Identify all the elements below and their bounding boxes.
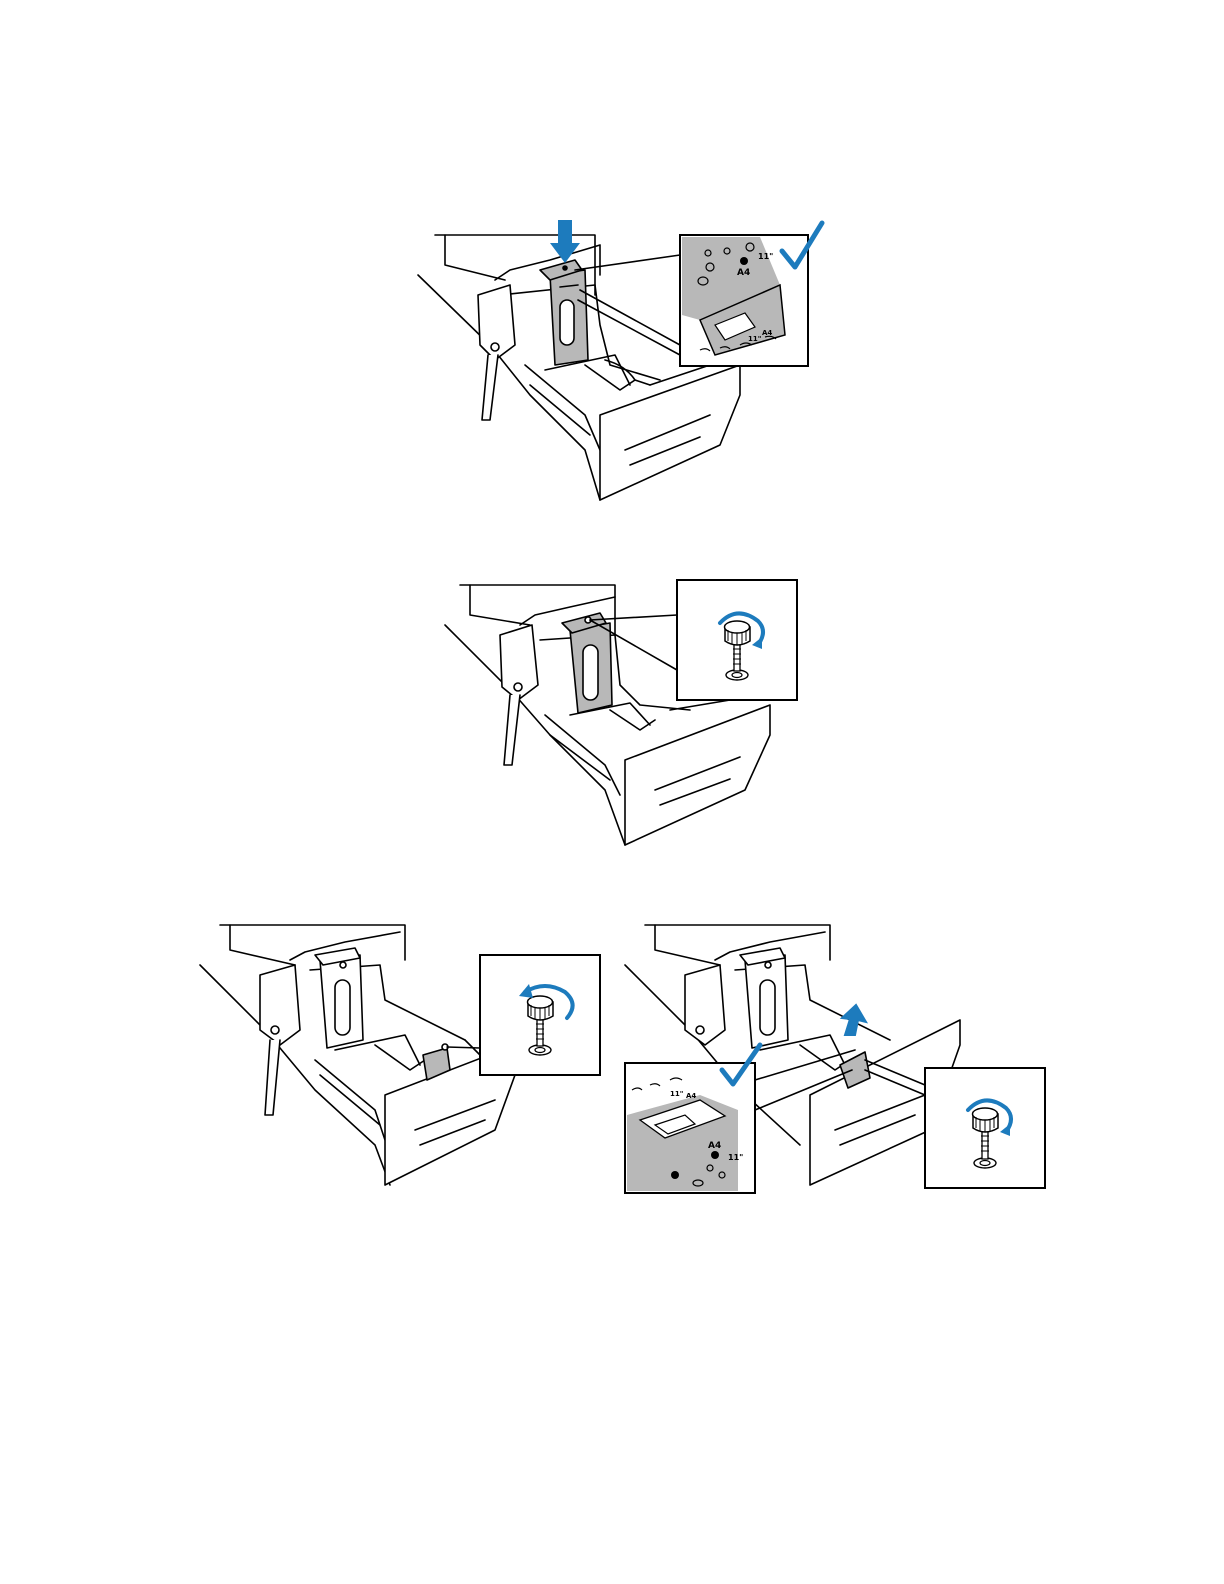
letter-small-label: 11" (748, 335, 761, 343)
letter-label: 11" (758, 252, 773, 261)
a4-label: A4 (737, 268, 750, 278)
figure-step-3b: A4 11" A4 11" (620, 920, 1050, 1195)
figure-step-3a (195, 920, 605, 1190)
figure-step-1: A4 11" A4 11" (410, 215, 830, 505)
letter-small-label: 11" (670, 1090, 683, 1098)
down-arrow-icon (550, 220, 580, 263)
a4-small-label: A4 (762, 329, 772, 337)
up-arrow-icon (842, 1005, 866, 1035)
a4-small-label: A4 (686, 1092, 696, 1100)
a4-label: A4 (708, 1141, 721, 1151)
figure-step-2 (440, 575, 805, 850)
callout-detail-a4-letter: A4 11" A4 11" (680, 235, 808, 366)
letter-label: 11" (728, 1153, 743, 1162)
